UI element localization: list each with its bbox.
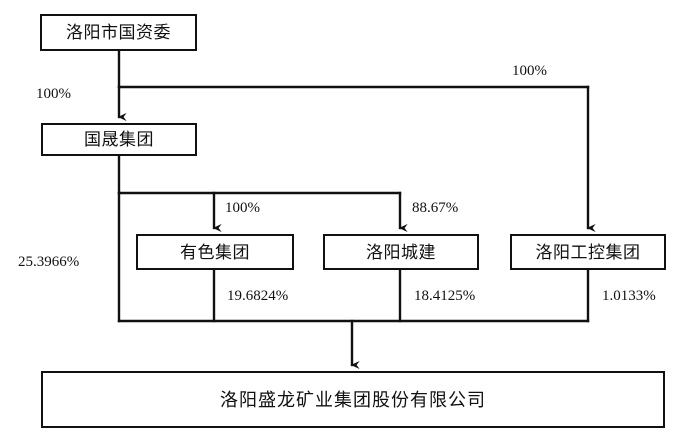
node-label: 国晟集团 — [84, 130, 154, 149]
node-label: 有色集团 — [180, 242, 250, 262]
edge-label-gongkong-to-company: 1.0133% — [602, 288, 656, 304]
node-guosheng-group[interactable]: 国晟集团 — [41, 123, 197, 156]
node-nonferrous-group[interactable]: 有色集团 — [136, 234, 294, 270]
node-label: 洛阳盛龙矿业集团股份有限公司 — [220, 389, 486, 410]
edge-label-sasac-to-guosheng: 100% — [36, 86, 71, 102]
node-luoyang-gongkong-group[interactable]: 洛阳工控集团 — [510, 234, 666, 270]
node-luoyang-chengjian[interactable]: 洛阳城建 — [323, 234, 479, 270]
node-label: 洛阳工控集团 — [535, 242, 641, 262]
node-label: 洛阳城建 — [366, 242, 436, 262]
edge-label-nonferrous-to-company: 19.6824% — [227, 288, 289, 304]
node-label: 洛阳市国资委 — [66, 23, 171, 42]
edge-label-guosheng-to-chengjian: 88.67% — [412, 200, 459, 216]
edge-label-guosheng-to-nonferrous: 100% — [225, 200, 260, 216]
node-listed-company[interactable]: 洛阳盛龙矿业集团股份有限公司 — [41, 371, 665, 428]
edge-label-chengjian-to-company: 18.4125% — [414, 288, 476, 304]
edge-label-sasac-to-gongkong: 100% — [512, 63, 547, 79]
edge-label-guosheng-to-company: 25.3966% — [18, 254, 80, 270]
node-luoyang-sasac[interactable]: 洛阳市国资委 — [40, 14, 197, 51]
